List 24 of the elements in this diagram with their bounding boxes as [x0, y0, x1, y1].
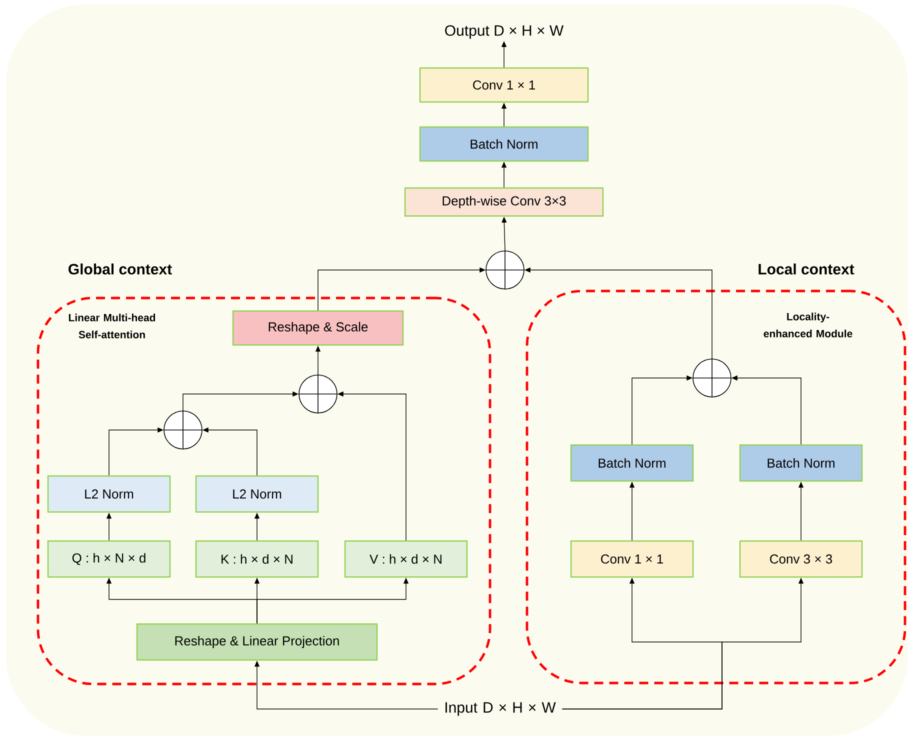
region-heading: Global context	[68, 264, 172, 274]
plus-circle	[692, 358, 732, 398]
process-box: Conv 1 × 1	[419, 67, 589, 103]
process-box: Batch Norm	[419, 126, 589, 162]
input-label: Input D × H × W	[446, 702, 556, 716]
process-box: L2 Norm	[195, 475, 319, 513]
process-box: Batch Norm	[570, 444, 694, 482]
region-heading: Local context	[758, 264, 854, 274]
process-box: Conv 1 × 1	[570, 540, 694, 578]
process-box: Conv 3 × 3	[739, 540, 863, 578]
process-box: K : h × d × N	[195, 540, 319, 578]
plus-circle	[485, 250, 525, 290]
process-box: Reshape & Scale	[232, 310, 404, 346]
process-box: V : h × d × N	[344, 540, 468, 578]
process-box: Batch Norm	[739, 444, 863, 482]
plus-circle	[298, 374, 338, 414]
plus-circle	[163, 410, 203, 450]
process-box: Depth-wise Conv 3×3	[404, 187, 604, 217]
region-subheading: Locality-enhanced Module	[764, 312, 852, 338]
process-box: Reshape & Linear Projection	[136, 623, 378, 661]
output-label: Output D × H × W	[445, 25, 564, 39]
process-box: Q : h × N × d	[47, 540, 171, 578]
region-subheading: Linear Multi-head Self-attention	[68, 314, 156, 338]
process-box: L2 Norm	[47, 475, 171, 513]
